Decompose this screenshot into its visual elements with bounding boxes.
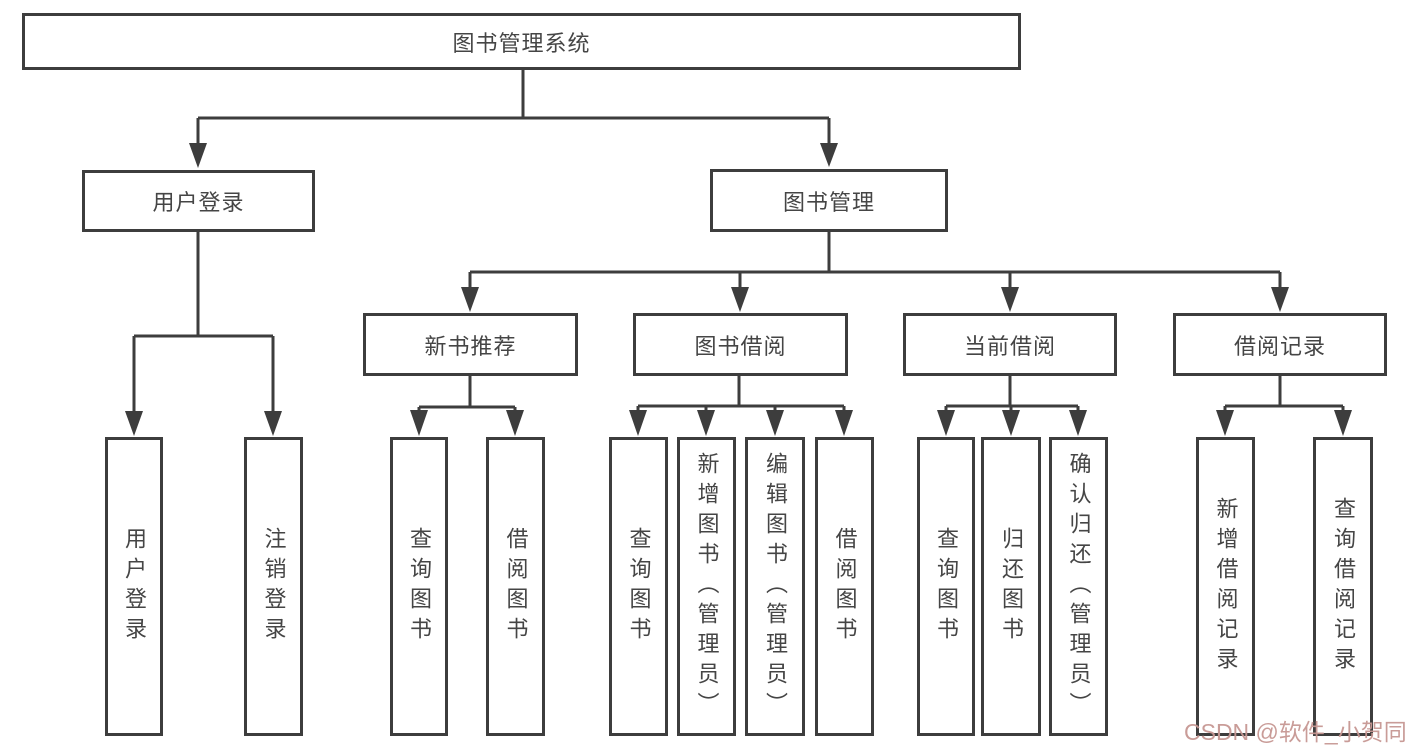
leaf-current-return: 归还图书 [981, 437, 1041, 736]
leaf-borrow-add-admin: 新增图书（管理员） [677, 437, 736, 736]
leaf-label: 新增借阅记录 [1213, 496, 1239, 677]
leaf-label: 新增图书（管理员） [694, 451, 720, 722]
connector-book-borrow [629, 376, 853, 436]
node-book-borrow: 图书借阅 [633, 313, 848, 376]
leaf-logout: 注销登录 [244, 437, 303, 736]
leaf-records-add: 新增借阅记录 [1196, 437, 1255, 736]
leaf-borrow-edit-admin: 编辑图书（管理员） [745, 437, 805, 736]
connector-root-to-level2 [189, 70, 838, 168]
node-borrow-records: 借阅记录 [1173, 313, 1387, 376]
csdn-watermark: CSDN @软件_小贺同学 [1184, 719, 1405, 745]
leaf-records-query: 查询借阅记录 [1313, 437, 1373, 736]
leaf-borrow-query: 查询图书 [609, 437, 668, 736]
connector-user-login [125, 232, 282, 436]
leaf-newbooks-borrow: 借阅图书 [486, 437, 545, 736]
node-current-borrow: 当前借阅 [903, 313, 1117, 376]
leaf-user-login: 用户登录 [105, 437, 163, 736]
leaf-current-query: 查询图书 [917, 437, 975, 736]
connector-book-management [461, 232, 1289, 312]
connector-borrow-records [1216, 376, 1352, 436]
leaf-label: 用户登录 [122, 526, 147, 647]
node-user-login: 用户登录 [82, 170, 315, 232]
leaf-label: 编辑图书（管理员） [763, 451, 788, 722]
connector-current-borrow [937, 376, 1087, 436]
leaf-label: 借阅图书 [503, 526, 529, 647]
leaf-current-confirm-admin: 确认归还（管理员） [1049, 437, 1108, 736]
connector-new-books [410, 376, 524, 436]
leaf-borrow-borrow: 借阅图书 [815, 437, 874, 736]
node-new-books: 新书推荐 [363, 313, 578, 376]
leaf-label: 借阅图书 [832, 526, 858, 647]
leaf-label: 查询借阅记录 [1331, 496, 1356, 677]
leaf-label: 归还图书 [999, 526, 1024, 647]
leaf-label: 确认归还（管理员） [1066, 451, 1092, 722]
node-root-system: 图书管理系统 [22, 13, 1021, 70]
leaf-label: 查询图书 [626, 526, 652, 647]
node-book-management: 图书管理 [710, 169, 948, 232]
leaf-newbooks-query: 查询图书 [390, 437, 448, 736]
leaf-label: 查询图书 [934, 526, 959, 647]
leaf-label: 注销登录 [261, 526, 287, 647]
leaf-label: 查询图书 [407, 526, 432, 647]
